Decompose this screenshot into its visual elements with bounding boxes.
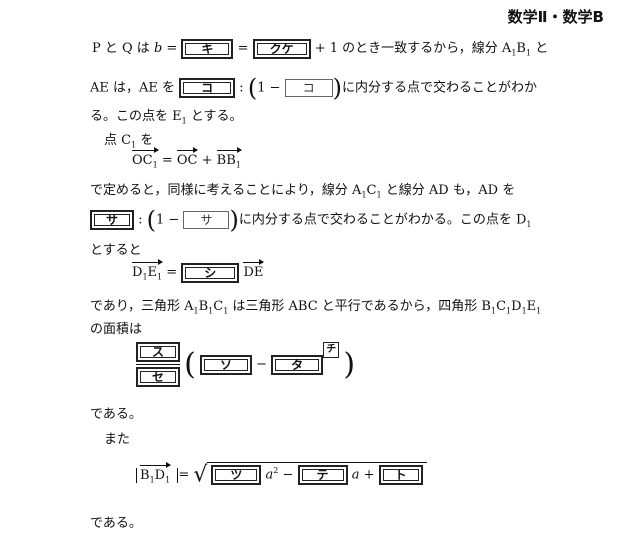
answer-box-tsu[interactable]: ツ: [211, 465, 262, 485]
text-line-7: サ : (1 − サ)に内分する点で交わることがわかる。この点を D1: [90, 206, 532, 234]
text: +: [197, 153, 217, 168]
subscript: 1: [525, 48, 532, 58]
text-line-11: の面積は: [90, 318, 142, 337]
text: とする。: [186, 109, 243, 124]
abs-bars: B1D1: [136, 461, 179, 484]
answer-box-shi[interactable]: シ: [181, 262, 240, 283]
answer-box-to[interactable]: ト: [378, 465, 423, 485]
vector-bb1: BB1: [216, 147, 243, 170]
answer-box-so[interactable]: ソ: [200, 354, 252, 375]
text: を: [136, 133, 154, 148]
answer-box-te[interactable]: テ: [297, 465, 348, 485]
text: 1 −: [257, 80, 281, 96]
answer-box-se[interactable]: セ: [136, 367, 180, 387]
answer-box-ko-repeat[interactable]: コ: [284, 79, 333, 97]
text: AE は，AE を: [90, 80, 180, 96]
text: の面積は: [90, 322, 143, 337]
text: =: [237, 41, 253, 56]
text: で定めると，同様に考えることにより，線分 A: [90, 183, 362, 198]
text: =: [162, 41, 182, 56]
subscript: 1: [361, 190, 367, 200]
text: =: [157, 153, 177, 168]
text: + 1 のとき一致するから，線分 A: [314, 41, 512, 56]
text-line-13: である。: [90, 403, 142, 422]
page-header: 数学Ⅱ・数学B: [507, 8, 604, 26]
answer-box-kuke[interactable]: クケ: [252, 38, 311, 59]
area-formula: ス セ ( ソ − タチ ): [136, 342, 355, 387]
equation-d1e1: D1E1 = シ DE: [132, 259, 265, 283]
paren: ): [343, 347, 356, 382]
paren: (: [184, 347, 196, 382]
answer-box-sa[interactable]: サ: [90, 210, 134, 230]
text: に内分する点で交わることがわか: [342, 80, 538, 96]
text: である。: [90, 516, 142, 531]
text: 点 C: [104, 133, 132, 148]
length-formula: B1D1 = √ ツ a2 − テ a + ト: [136, 461, 427, 488]
text: に内分する点で交わることがわかる。この点を D: [238, 212, 527, 228]
text-line-6: で定めると，同様に考えることにより，線分 A1C1 と線分 AD も，AD を: [90, 179, 515, 200]
paren: (: [146, 206, 157, 234]
text: る。この点を E: [90, 109, 182, 124]
fraction: ス セ: [136, 342, 180, 387]
text-line-8: とすると: [90, 239, 142, 258]
text: =: [162, 265, 182, 280]
paren: ): [332, 74, 342, 102]
answer-box-ta[interactable]: タ: [271, 354, 324, 375]
vector-d1e1: D1E1: [132, 259, 164, 282]
subscript: 1: [376, 190, 382, 200]
answer-box-su[interactable]: ス: [136, 342, 180, 362]
text-line-2: AE は，AE を コ : (1 − コ)に内分する点で交わることがわか: [90, 74, 537, 102]
vector-b1d1: B1D1: [140, 461, 172, 484]
paren: (: [247, 74, 258, 102]
text: また: [104, 432, 131, 447]
subscript: 1: [511, 48, 517, 58]
text: C: [366, 183, 377, 198]
text-line-14: また: [104, 428, 130, 447]
text-line-4: 点 C1 を: [104, 129, 153, 150]
text-line-1: P と Q は b = キ = クケ + 1 のとき一致するから，線分 A1B1…: [92, 37, 548, 59]
text: =: [178, 467, 194, 483]
paren: ): [229, 206, 239, 234]
subscript: 1: [131, 140, 137, 150]
text-line-16: である。: [90, 512, 142, 531]
subscript: 1: [181, 116, 187, 126]
text: と線分 AD も，AD を: [381, 183, 516, 198]
var-b: b: [153, 41, 163, 56]
answer-box-chi[interactable]: チ: [323, 342, 340, 358]
text: と: [531, 41, 549, 56]
answer-box-ko[interactable]: コ: [179, 78, 236, 98]
text-line-3: る。この点を E1 とする。: [90, 105, 242, 126]
answer-box-ki[interactable]: キ: [181, 38, 234, 59]
text: 1 −: [156, 212, 180, 228]
text: :: [239, 80, 248, 96]
equation-oc1: OC1 = OC + BB1: [132, 147, 243, 170]
text: B: [516, 41, 526, 56]
text: P と Q は: [92, 41, 154, 56]
answer-box-sa-repeat[interactable]: サ: [183, 211, 230, 229]
text: とすると: [90, 243, 142, 258]
text-line-10: であり，三角形 A1B1C1 は三角形 ABC と平行であるから，四角形 B1C…: [90, 299, 542, 316]
subscript: 1: [526, 220, 532, 230]
vector-oc1: OC1: [132, 147, 159, 170]
sqrt-icon: √: [193, 462, 208, 488]
text: である。: [90, 407, 142, 422]
minus: −: [256, 357, 268, 372]
vector-oc: OC: [176, 147, 199, 168]
text: :: [138, 212, 147, 228]
radicand: ツ a2 − テ a + ト: [207, 462, 427, 485]
vector-de: DE: [243, 259, 265, 280]
